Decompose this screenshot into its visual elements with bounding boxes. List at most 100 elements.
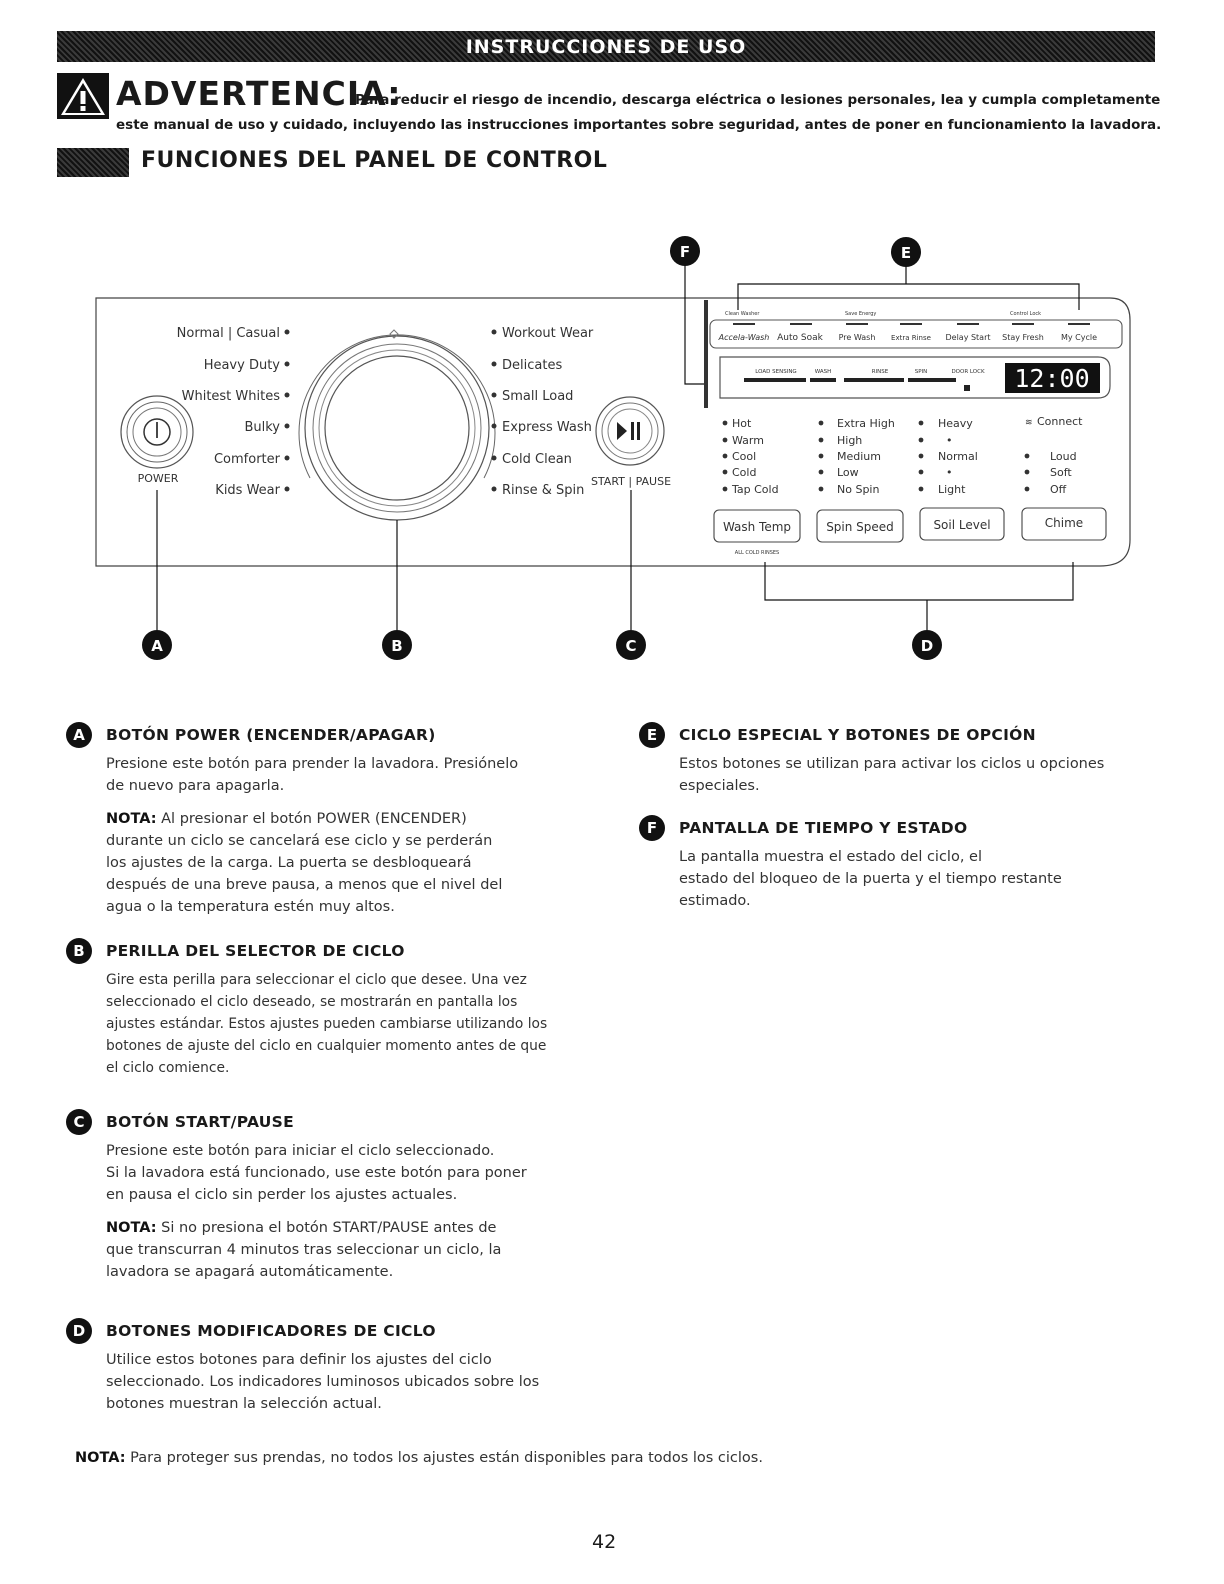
chime-button-label: Chime [1045,516,1083,530]
wash-temp-button-label: Wash Temp [723,520,791,534]
chime-option: Loud [1050,450,1077,463]
callout-b-body: Gire esta perilla para seleccionar el ci… [106,969,596,1079]
spin-speed-option: Medium [837,450,881,463]
footer-note: NOTA: Para proteger sus prendas, no todo… [75,1447,1155,1469]
wash-temp-option: Cool [732,450,756,463]
text-line: Estos botones se utilizan para activar l… [679,756,1105,772]
text-line: Presione este botón para iniciar el cicl… [106,1143,495,1159]
chime-option: Off [1050,483,1067,496]
soil-level-option: Light [938,483,966,496]
spin-speed-option: Low [837,466,859,479]
wash-temp-option: Warm [732,434,764,447]
text-line: lavadora se apagará automáticamente. [106,1264,394,1280]
svg-text:D: D [921,637,933,655]
text-line: agua o la temperatura estén muy altos. [106,899,395,915]
section-title: FUNCIONES DEL PANEL DE CONTROL [141,148,608,173]
text-line: ajustes estándar. Estos ajustes pueden c… [106,1016,548,1032]
start-pause-button [595,396,665,466]
page-number: 42 [592,1531,617,1553]
nota: NOTA: Al presionar el botón POWER (ENCEN… [106,808,586,830]
soil-level-option: Normal [938,450,978,463]
time-display: 12:00 [1014,364,1089,393]
warning-text-line1: Para reducir el riesgo de incendio, desc… [355,92,1161,108]
text-line: seleccionado el ciclo deseado, se mostra… [106,994,518,1010]
text-line: Utilice estos botones para definir los a… [106,1352,492,1368]
section-header-bar: INSTRUCCIONES DE USO [57,31,1155,62]
marker-f: F [670,236,700,266]
svg-text:C: C [625,637,636,655]
spin-speed-option: Extra High [837,417,895,430]
text-line: estado del bloqueo de la puerta y el tie… [679,871,1062,887]
text-line: durante un ciclo se cancelará ese ciclo … [106,833,493,849]
cycle-left-label: Whitest Whites [182,389,281,404]
cycle-right-label: Express Wash [502,420,592,435]
all-cold-rinses-label: ALL COLD RINSES [735,550,779,556]
soil-level-option: Heavy [938,417,973,430]
nota-label: NOTA: [75,1450,126,1466]
text-line: después de una breve pausa, a menos que … [106,877,503,893]
power-button [120,395,194,469]
text-line: botones muestran la selección actual. [106,1396,382,1412]
callout-c-body: Presione este botón para iniciar el cicl… [106,1140,586,1283]
soil-level-button-label: Soil Level [933,518,990,532]
text-line: especiales. [679,778,760,794]
option-top-label: Clean Washer [725,311,760,317]
cycle-right-label: Workout Wear [502,326,594,341]
text-line: botones de ajuste del ciclo en cualquier… [106,1038,547,1054]
status-display: LOAD SENSING WASH RINSE SPIN DOOR LOCK 1… [704,300,1111,408]
warning-text-line2: este manual de uso y cuidado, incluyendo… [116,117,1162,133]
cycle-left-label: Heavy Duty [204,358,281,373]
wash-temp-option: Tap Cold [731,483,779,496]
option-strip: Clean Washer Save Energy Control Lock Ac… [709,311,1123,349]
callout-e-badge: E [639,722,665,748]
callout-f-badge: F [639,815,665,841]
chime-option: Soft [1050,466,1072,479]
option-label: Extra Rinse [891,334,931,342]
callout-d-body: Utilice estos botones para definir los a… [106,1349,586,1415]
wifi-icon: ≋ [1025,418,1033,428]
callout-f-body: La pantalla muestra el estado del ciclo,… [679,846,1159,912]
callout-e-title: CICLO ESPECIAL Y BOTONES DE OPCIÓN [679,726,1036,744]
panel-outline [95,297,1131,567]
nota-label: NOTA: [106,1220,157,1236]
nota-label: NOTA: [106,811,157,827]
callout-c-title: BOTÓN START/PAUSE [106,1113,295,1131]
cycles-right: Workout Wear Delicates Small Load Expres… [491,326,594,498]
cycles-left: Normal | Casual Heavy Duty Whitest White… [177,326,290,498]
lock-icon [964,385,970,391]
option-label: My Cycle [1061,333,1097,342]
cycle-right-label: Rinse & Spin [502,483,584,498]
svg-text:F: F [680,243,690,261]
option-top-label: Save Energy [845,311,876,317]
cycle-left-label: Normal | Casual [177,326,280,341]
spin-speed-button [816,509,904,543]
wash-temp-option: Cold [732,466,756,479]
text-line: el ciclo comience. [106,1060,230,1076]
spin-speed-option: No Spin [837,483,879,496]
marker-c: C [616,630,646,660]
callout-e-body: Estos botones se utilizan para activar l… [679,753,1159,797]
marker-b: B [382,630,412,660]
chime-column: ≋ Connect Loud Soft Off [1024,415,1083,496]
marker-a: A [142,630,172,660]
text-line: los ajustes de la carga. La puerta se de… [106,855,472,871]
callout-d-badge: D [66,1318,92,1344]
leader-lines [156,262,1080,630]
header-title: INSTRUCCIONES DE USO [465,35,747,58]
chime-option: Connect [1037,415,1083,428]
soil-level-button [919,507,1005,541]
text-line: Gire esta perilla para seleccionar el ci… [106,972,527,988]
status-label: SPIN [915,369,928,375]
wash-temp-option: Hot [732,417,752,430]
callout-a-badge: A [66,722,92,748]
callout-b-badge: B [66,938,92,964]
control-panel-diagram: POWER Normal | Casual Heavy Duty Whitest… [0,0,1224,700]
status-label: LOAD SENSING [755,369,796,375]
wash-temp-column: Hot Warm Cool Cold Tap Cold [722,417,779,496]
cycle-left-label: Kids Wear [215,483,280,498]
footer-note-text: Para proteger sus prendas, no todos los … [125,1450,763,1466]
text-line: La pantalla muestra el estado del ciclo,… [679,849,982,865]
warning-icon [57,73,109,119]
svg-text:A: A [151,637,163,655]
option-label: Stay Fresh [1002,333,1044,342]
